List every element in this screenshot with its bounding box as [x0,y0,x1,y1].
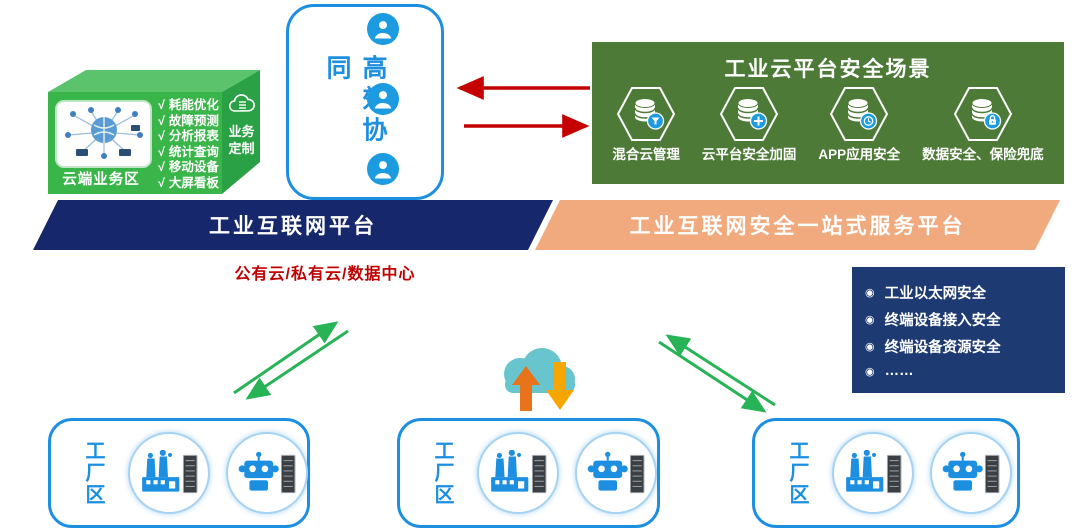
factory-zone-box: 工厂区 [397,418,660,528]
industrial-internet-platform-banner: 工业互联网平台 [33,200,553,250]
cloud-security-panel: 工业云平台安全场景 混合云管理 [592,42,1064,184]
box-top-face [48,70,260,92]
bullet-icon: ◉ [865,365,875,378]
business-customize-label: 业务定制 [228,124,255,156]
cloud-zone-label: 云端业务区 [62,172,140,188]
checklist-item: √大屏看板 [158,175,219,190]
database-hexagon-icon [617,87,676,141]
server-rack-icon [984,454,1000,494]
upload-arrow-icon [512,366,540,411]
network-image [55,100,152,168]
clock-badge-icon [860,112,878,130]
factory-unit [477,432,559,514]
factory-icon [142,450,198,494]
factory-zone-box: 工厂区 [752,418,1020,528]
robot-unit [226,432,308,514]
check-icon: √ [158,144,165,159]
security-item-label: 云平台安全加固 [701,147,797,162]
server-rack-icon [280,454,296,494]
person-icon [367,83,399,115]
business-customize-side: 业务定制 [223,94,260,157]
plus-badge-icon [749,112,768,130]
server-rack-icon [182,454,198,494]
person-column [367,13,399,185]
list-item: ◉工业以太网安全 [865,286,987,302]
check-icon: √ [158,113,165,128]
security-item-label: 混合云管理 [612,147,680,162]
green-arrow-up-right [665,334,776,407]
factory-zone-label: 工厂区 [786,440,808,506]
robot-icon [238,451,296,494]
checklist-item: √故障预测 [158,113,219,128]
terminal-security-list: ◉工业以太网安全 ◉终端设备接入安全 ◉终端设备资源安全 ◉…… [852,267,1065,393]
server-rack-icon [886,454,902,494]
bullet-icon: ◉ [865,287,875,299]
checklist-item: √分析报表 [158,129,219,143]
list-item: ◉…… [865,363,914,379]
database-hexagon-icon [953,87,1012,141]
checklist-item: √耗能优化 [158,98,219,112]
factory-zone-label: 工厂区 [431,440,453,506]
banner-label: 工业互联网安全一站式服务平台 [629,215,966,238]
datacenter-label: 公有云/私有云/数据中心 [234,266,416,283]
factory-zone-box: 工厂区 [48,418,310,528]
security-items-row: 混合云管理 云平台安全加固 [592,87,1064,163]
security-item-label: 数据安全、保险兜底 [922,147,1044,162]
download-arrow-icon [546,362,574,410]
security-item-label: APP应用安全 [818,147,901,162]
robot-unit [930,432,1012,514]
factory-icon [491,450,547,494]
check-icon: √ [158,129,165,143]
server-rack-icon [629,454,645,494]
database-hexagon-icon [830,87,889,141]
cloud-business-box: 云端业务区 √耗能优化 √故障预测 √分析报表 √统计查询 √移动设备 √大屏看… [40,64,262,194]
robot-icon [587,451,645,494]
collaboration-box: 高效协同 [286,4,444,200]
security-item-data-security: 数据安全、保险兜底 [922,87,1044,163]
check-icon: √ [158,160,165,174]
check-icon: √ [158,98,165,112]
person-icon [367,153,399,185]
factory-icon [846,450,902,494]
security-panel-title: 工业云平台安全场景 [724,58,932,81]
filter-badge-icon [646,112,665,130]
checklist-item: √移动设备 [158,160,219,174]
globe-network-icon [64,107,143,159]
cloud-sync-icon [492,344,584,416]
server-rack-icon [531,454,547,494]
factory-unit [832,432,914,514]
robot-icon [942,451,1000,494]
list-item: ◉终端设备资源安全 [865,340,1001,356]
bullet-icon: ◉ [865,314,875,326]
security-item-hybrid-cloud: 混合云管理 [612,87,680,163]
security-item-platform-hardening: 云平台安全加固 [701,87,797,163]
green-arrow-down-left [245,329,349,400]
person-icon [367,13,399,45]
security-item-app-security: APP应用安全 [818,87,900,163]
factory-unit [128,432,210,514]
security-service-platform-banner: 工业互联网安全一站式服务平台 [535,200,1060,250]
green-arrow-down-right [658,340,767,413]
list-item: ◉终端设备接入安全 [865,313,1001,329]
lock-badge-icon [983,112,1002,130]
robot-unit [575,432,657,514]
check-icon: √ [158,175,165,190]
cloud-customize-icon [228,94,255,112]
green-arrow-up-left [233,321,339,395]
factory-zone-label: 工厂区 [82,440,104,506]
business-checklist: √耗能优化 √故障预测 √分析报表 √统计查询 √移动设备 √大屏看板 [158,98,219,191]
database-hexagon-icon [720,87,779,141]
checklist-item: √统计查询 [158,144,219,159]
banner-label: 工业互联网平台 [209,215,377,238]
bullet-icon: ◉ [865,341,875,353]
